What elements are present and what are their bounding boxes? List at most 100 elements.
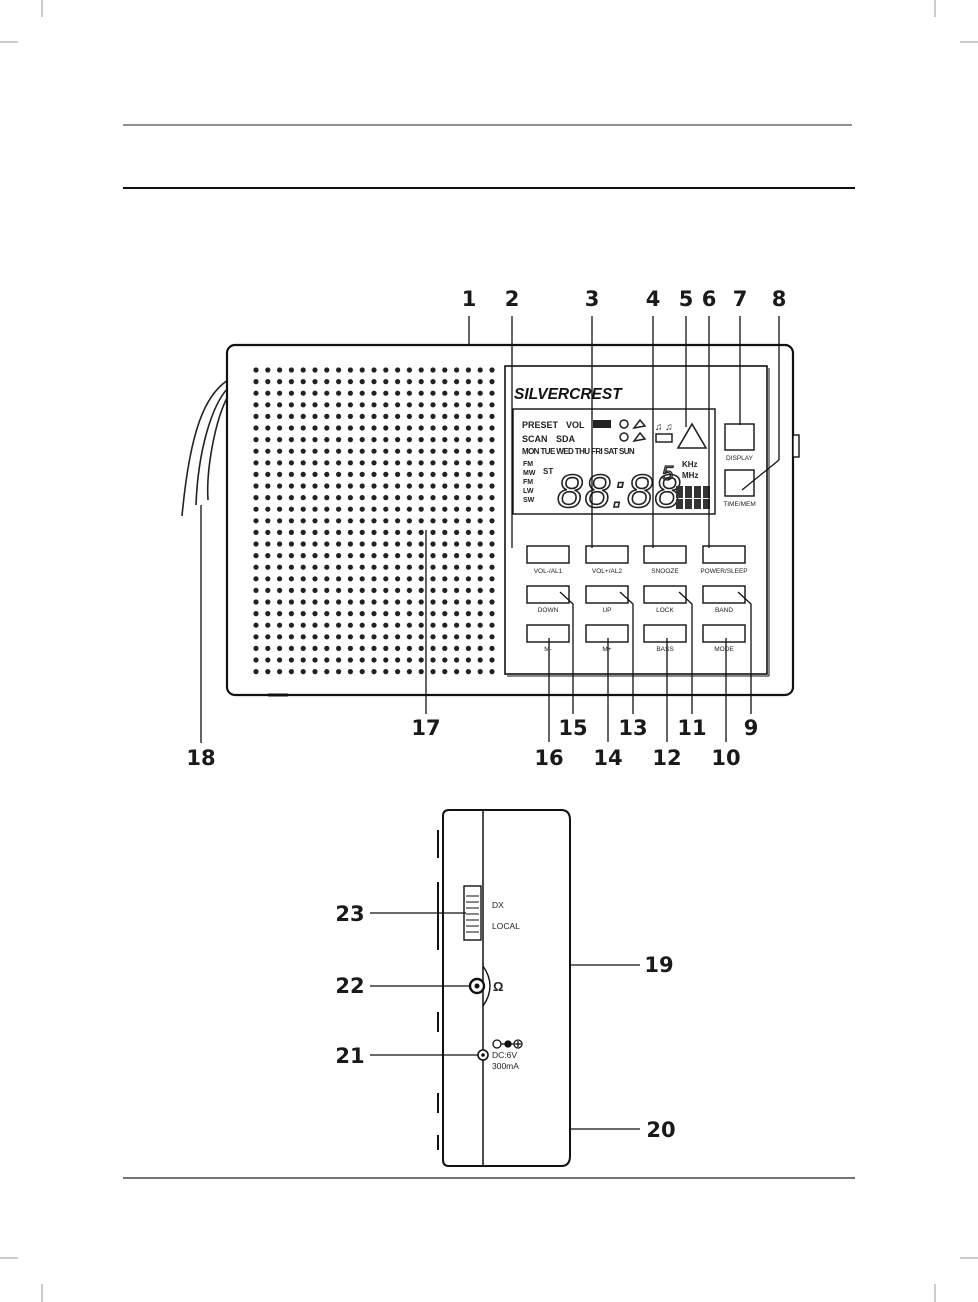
grille-hole <box>430 553 436 559</box>
grille-hole <box>418 669 424 675</box>
grille-hole <box>277 471 283 477</box>
grille-hole <box>418 611 424 617</box>
lock-button[interactable] <box>643 585 687 604</box>
grille-hole <box>277 390 283 396</box>
grille-hole <box>489 437 495 443</box>
grille-hole <box>418 529 424 536</box>
lcd-band: FM <box>523 461 533 468</box>
grille-hole <box>418 506 424 512</box>
grille-hole <box>489 379 495 385</box>
grille-hole <box>477 541 483 547</box>
grille-hole <box>288 437 294 443</box>
grille-hole <box>406 529 412 536</box>
grille-hole <box>324 495 330 501</box>
vol-plus-al2-button[interactable] <box>585 545 629 564</box>
grille-hole <box>253 506 259 512</box>
grille-hole <box>477 379 483 385</box>
grille-hole <box>312 390 318 396</box>
grille-hole <box>253 367 259 373</box>
grille-hole <box>465 518 471 524</box>
grille-hole <box>477 413 483 419</box>
grille-hole <box>312 495 318 501</box>
grille-hole <box>324 529 330 536</box>
grille-hole <box>324 379 330 385</box>
grille-hole <box>395 379 401 385</box>
grille-hole <box>300 576 306 582</box>
grille-hole <box>277 483 283 489</box>
grille-hole <box>277 437 283 443</box>
bass-button[interactable] <box>643 624 687 643</box>
grille-hole <box>300 402 306 408</box>
grille-hole <box>277 518 283 524</box>
up-button[interactable] <box>585 585 629 604</box>
grille-hole <box>336 611 342 617</box>
callout-number: 8 <box>772 287 787 311</box>
vol-minus-al1-button[interactable] <box>526 545 570 564</box>
grille-hole <box>465 390 471 396</box>
grille-hole <box>430 645 436 652</box>
grille-hole <box>265 576 271 582</box>
grille-hole <box>312 437 318 443</box>
grille-hole <box>347 576 353 582</box>
grille-hole <box>324 425 330 431</box>
grille-hole <box>336 529 342 536</box>
time-mem-button[interactable] <box>724 469 755 497</box>
grille-hole <box>395 506 401 512</box>
grille-hole <box>300 471 306 477</box>
grille-hole <box>406 622 412 628</box>
grille-hole <box>300 553 306 559</box>
grille-hole <box>277 587 283 594</box>
callout-number: 3 <box>585 287 600 311</box>
grille-hole <box>336 518 342 524</box>
grille-hole <box>418 471 424 477</box>
grille-hole <box>406 553 412 559</box>
grille-hole <box>454 634 460 640</box>
grille-hole <box>288 367 294 373</box>
grille-hole <box>336 669 342 675</box>
grille-hole <box>300 611 306 617</box>
grille-hole <box>489 622 495 628</box>
mode-button[interactable] <box>702 624 746 643</box>
m-minus-button[interactable] <box>526 624 570 643</box>
grille-hole <box>395 402 401 408</box>
grille-hole <box>265 645 271 652</box>
grille-hole <box>406 669 412 675</box>
grille-hole <box>265 611 271 617</box>
m-plus-button[interactable] <box>585 624 629 643</box>
grille-hole <box>489 645 495 652</box>
grille-hole <box>406 460 412 466</box>
grille-hole <box>489 506 495 512</box>
grille-hole <box>288 634 294 640</box>
grille-hole <box>312 425 318 431</box>
grille-hole <box>336 657 342 663</box>
snooze-button[interactable] <box>643 545 687 564</box>
band-button[interactable] <box>702 585 746 604</box>
grille-hole <box>454 460 460 466</box>
grille-hole <box>430 402 436 408</box>
grille-hole <box>300 437 306 443</box>
grille-hole <box>324 460 330 466</box>
dc-polarity-icon <box>492 1039 523 1049</box>
display-button[interactable] <box>724 423 755 451</box>
grille-hole <box>253 483 259 489</box>
grille-hole <box>288 460 294 466</box>
power-sleep-button[interactable] <box>702 545 746 564</box>
grille-hole <box>324 645 330 652</box>
grille-hole <box>465 425 471 431</box>
grille-hole <box>442 634 448 640</box>
grille-hole <box>430 460 436 466</box>
down-button[interactable] <box>526 585 570 604</box>
grille-hole <box>371 564 377 570</box>
antenna-wire <box>195 387 229 506</box>
grille-hole <box>477 599 483 605</box>
grille-hole <box>477 622 483 628</box>
grille-hole <box>371 576 377 582</box>
callout-number: 10 <box>711 746 740 770</box>
grille-hole <box>265 413 271 419</box>
grille-hole <box>489 460 495 466</box>
grille-hole <box>418 460 424 466</box>
grille-hole <box>265 529 271 536</box>
grille-hole <box>383 645 389 652</box>
grille-hole <box>347 483 353 489</box>
grille-hole <box>359 471 365 477</box>
